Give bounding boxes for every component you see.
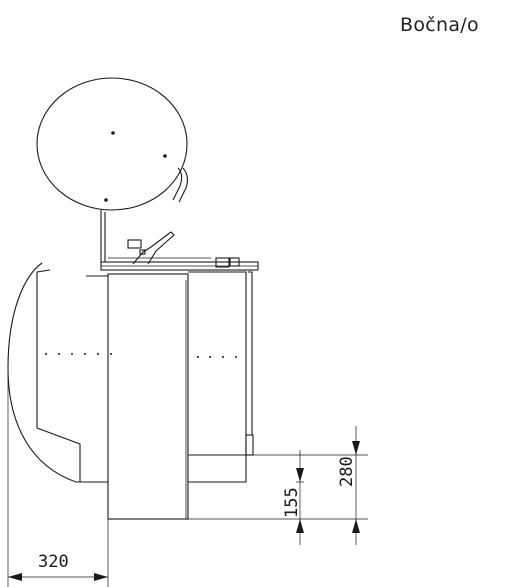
faucet: [127, 231, 175, 265]
top-rim: [100, 257, 259, 271]
right-housing: [188, 271, 254, 483]
lid-arm: [100, 210, 106, 262]
front-column: [107, 273, 189, 520]
dimension-155: 155: [282, 450, 304, 545]
dimension-155-label: 155: [282, 487, 302, 518]
dimension-280-label: 280: [337, 456, 357, 487]
dotted-centerline: [45, 353, 237, 358]
lid-handle: [172, 167, 189, 203]
dimension-280: 280: [337, 426, 360, 545]
lid: [36, 77, 188, 211]
view-label: Bočna/o: [400, 14, 479, 36]
height-extension-lines: [188, 454, 368, 520]
kettle-body: [7, 262, 108, 483]
dimension-320: 320: [7, 368, 109, 587]
dimension-320-label: 320: [38, 552, 69, 572]
